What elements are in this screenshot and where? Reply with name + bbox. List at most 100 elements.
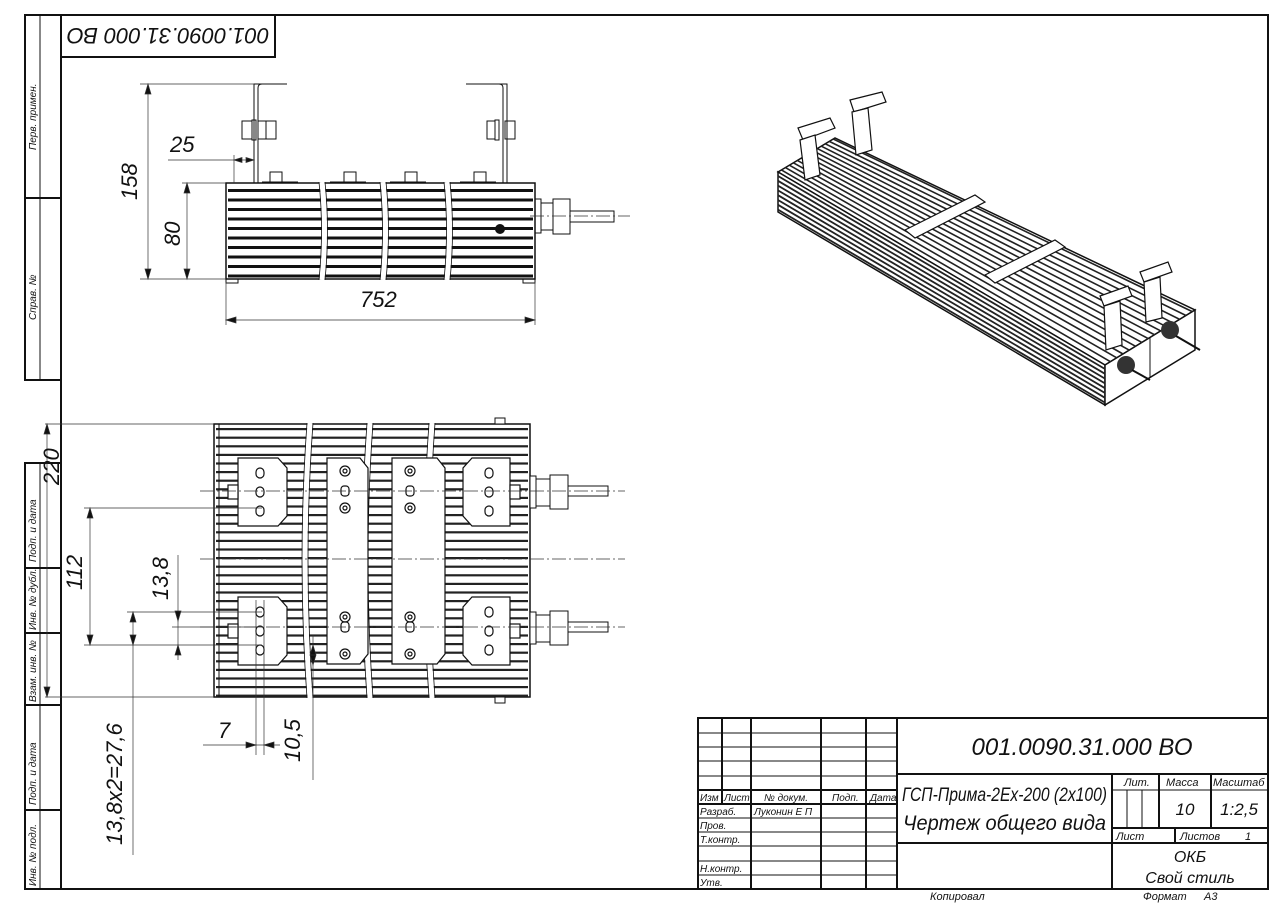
fin-line xyxy=(216,479,528,482)
organization-line1: ОКБ xyxy=(1174,849,1206,866)
dim-top-slot-length: 10,5 xyxy=(280,718,305,762)
dim-front-bracket-offset: 25 xyxy=(169,132,195,157)
title-product-name: ГСП-Прима-2Ex-200 (2x100) xyxy=(902,785,1107,806)
dim-front-height-total: 158 xyxy=(117,163,142,200)
organization-line2: Свой стиль xyxy=(1145,870,1234,887)
role-developer: Разраб. xyxy=(700,806,736,818)
hdr-izm: Изм xyxy=(700,793,719,804)
front-break-gaps xyxy=(319,181,452,281)
slot xyxy=(484,606,494,618)
fin-line xyxy=(216,651,528,654)
fin-line xyxy=(228,246,533,249)
fin-line xyxy=(808,152,1155,336)
iso-straps xyxy=(903,194,1067,284)
slot xyxy=(255,467,265,479)
hdr-date: Дата xyxy=(869,793,897,804)
hdr-sign: Подп. xyxy=(832,793,859,804)
sheet-label: Лист xyxy=(1115,831,1144,843)
fin-line xyxy=(777,184,1106,380)
fin-line xyxy=(216,660,528,663)
screw-hole-inner xyxy=(407,614,413,620)
screw-hole-inner xyxy=(342,614,348,620)
lit-label: Лит. xyxy=(1123,777,1150,789)
fin-line xyxy=(216,617,528,620)
sheets-value: 1 xyxy=(1245,831,1251,843)
fin-line xyxy=(216,634,528,637)
fin-line xyxy=(785,166,1118,359)
top-mounting-plates xyxy=(227,457,521,666)
fin-line xyxy=(216,548,528,551)
fin-line xyxy=(228,198,533,202)
title-designation: 001.0090.31.000 ВО xyxy=(972,734,1193,761)
fin-line xyxy=(216,668,528,671)
format-label: Формат xyxy=(1143,891,1187,903)
fin-line xyxy=(777,194,1106,389)
designation-stamp-box xyxy=(60,14,276,58)
fin-line xyxy=(796,159,1136,348)
fin-line xyxy=(216,643,528,646)
fin-line xyxy=(777,204,1106,399)
front-grounding-bolt xyxy=(495,224,505,234)
fin-line xyxy=(228,208,533,211)
role-approved: Утв. xyxy=(699,878,723,889)
designation-stamp-rotated: 001.0090.31.000 ВО xyxy=(67,23,270,48)
slot xyxy=(484,625,494,637)
bracket-tab xyxy=(509,623,521,639)
iso-cable-glands xyxy=(1117,321,1201,381)
fin-line xyxy=(228,227,533,230)
bracket-tab xyxy=(227,623,239,639)
slot xyxy=(255,625,265,637)
fin-line xyxy=(789,164,1124,355)
front-body xyxy=(225,182,536,280)
slot xyxy=(255,505,265,517)
slot xyxy=(484,644,494,656)
fin-line xyxy=(216,453,528,456)
fin-line xyxy=(216,445,528,448)
fin-line xyxy=(216,582,528,585)
slot xyxy=(484,467,494,479)
bracket-tab xyxy=(227,484,239,500)
drawing-frame xyxy=(60,14,1269,890)
fin-line xyxy=(832,138,1193,313)
format-value: А3 xyxy=(1203,891,1218,903)
fin-line xyxy=(216,574,528,577)
fin-line xyxy=(228,236,533,240)
fin-line xyxy=(804,154,1149,340)
fin-line xyxy=(777,180,1106,375)
scale-label: Масштаб xyxy=(1213,777,1265,789)
fin-line xyxy=(216,557,528,560)
screw-hole-inner xyxy=(407,651,413,657)
copied-label: Копировал xyxy=(930,891,985,903)
sheets-label: Листов xyxy=(1179,831,1220,843)
top-view: 220 112 13,8 13,8x2=27,6 7 10,5 xyxy=(39,417,625,855)
strap-plate xyxy=(391,457,446,665)
iso-brackets xyxy=(797,91,1173,351)
slot xyxy=(484,505,494,517)
front-bracket-right xyxy=(466,83,508,183)
fin-line xyxy=(216,522,528,525)
front-cable-gland xyxy=(534,198,615,235)
stamp-perv-primen: Перв. примен. xyxy=(28,84,39,150)
developer-name: Луконин Е П xyxy=(753,807,813,818)
bracket-tab xyxy=(509,484,521,500)
dim-front-height-body: 80 xyxy=(160,221,185,246)
slot xyxy=(484,486,494,498)
fin-line xyxy=(216,496,528,499)
strap-plate xyxy=(326,457,369,665)
stamp-sprav-no: Справ. № xyxy=(28,274,39,320)
fin-line xyxy=(228,265,533,268)
fin-line xyxy=(228,255,533,259)
fin-line xyxy=(216,531,528,534)
role-norm-control: Н.контр. xyxy=(700,864,742,875)
fin-line xyxy=(777,199,1106,394)
role-tech-control: Т.контр. xyxy=(700,835,740,846)
side-stamp-columns: Перв. примен. Справ. № Подп. и дата Инв.… xyxy=(24,14,62,890)
screw-hole-inner xyxy=(407,468,413,474)
fin-line xyxy=(216,488,528,491)
fin-line xyxy=(216,565,528,568)
front-bracket-left xyxy=(253,83,287,183)
fin-line xyxy=(216,600,528,603)
fin-line xyxy=(793,162,1130,351)
stamp-vzam-inv: Взам. инв. № xyxy=(28,640,39,702)
fin-line xyxy=(777,189,1106,385)
